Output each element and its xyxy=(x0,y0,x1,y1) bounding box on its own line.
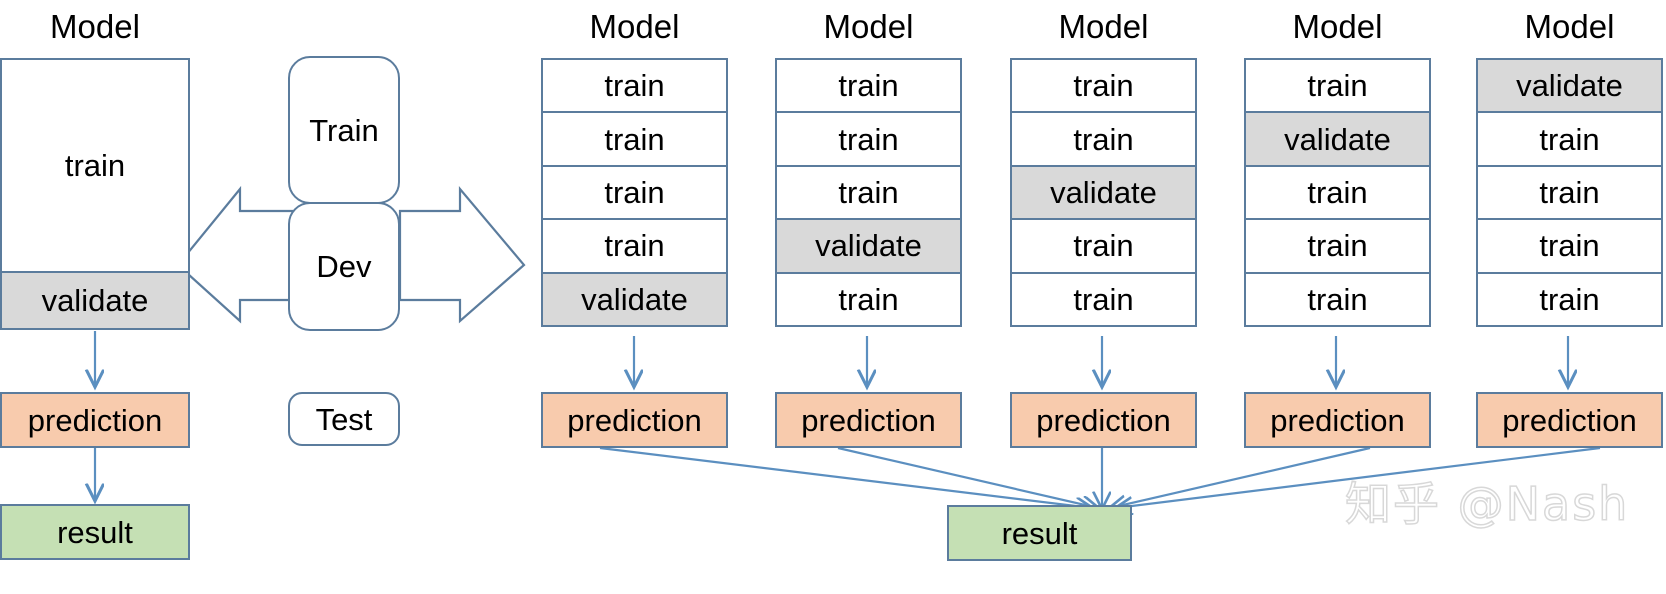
left-model-train-block: train xyxy=(0,58,190,273)
left-split-arrow xyxy=(176,185,304,324)
fold-5-cell-3: train xyxy=(1476,164,1663,221)
fold-1-title: Model xyxy=(589,8,680,45)
fold-2-cell-1: train xyxy=(775,58,962,114)
left-model-validate-block: validate xyxy=(0,271,190,330)
fold-1-cell-4: train xyxy=(541,218,728,274)
fold-3-cell-1: train xyxy=(1010,58,1197,114)
dataset-split-dev-box: Dev xyxy=(288,202,400,331)
watermark-text: 知乎 @Nash xyxy=(1344,476,1630,532)
fold-5-title: Model xyxy=(1524,8,1615,45)
arrow-prediction-4-to-result xyxy=(1110,446,1371,508)
fold-4-title: Model xyxy=(1292,8,1383,45)
fold-2-cell-4: validate xyxy=(775,218,962,274)
fold-4-prediction-box: prediction xyxy=(1244,392,1431,448)
arrow-prediction-2-to-result xyxy=(837,446,1098,508)
fold-3-cell-3: validate xyxy=(1010,164,1197,221)
left-result-box: result xyxy=(0,504,190,560)
fold-1-prediction-box: prediction xyxy=(541,392,728,448)
fold-2-cell-3: train xyxy=(775,164,962,221)
fold-4-cell-4: train xyxy=(1244,218,1431,274)
fold-2-prediction-box: prediction xyxy=(775,392,962,448)
fold-2-cell-5: train xyxy=(775,271,962,327)
cv-result-box: result xyxy=(947,505,1132,561)
fold-5-cell-5: train xyxy=(1476,271,1663,327)
fold-3-title: Model xyxy=(1058,8,1149,45)
fold-1-cell-1: train xyxy=(541,58,728,114)
right-split-arrow xyxy=(398,185,526,324)
dataset-split-test-box: Test xyxy=(288,392,400,446)
fold-2-cell-2: train xyxy=(775,111,962,167)
fold-4-cell-3: train xyxy=(1244,164,1431,221)
fold-2-title: Model xyxy=(823,8,914,45)
fold-5-cell-2: train xyxy=(1476,111,1663,167)
fold-5-prediction-box: prediction xyxy=(1476,392,1663,448)
fold-4-cell-1: train xyxy=(1244,58,1431,114)
fold-4-cell-5: train xyxy=(1244,271,1431,327)
dataset-split-train-box: Train xyxy=(288,56,400,204)
fold-3-cell-4: train xyxy=(1010,218,1197,274)
fold-1-cell-2: train xyxy=(541,111,728,167)
fold-1-cell-3: train xyxy=(541,164,728,221)
fold-4-cell-2: validate xyxy=(1244,111,1431,167)
arrow-prediction-1-to-result xyxy=(599,446,1092,508)
left-prediction-box: prediction xyxy=(0,392,190,448)
fold-3-prediction-box: prediction xyxy=(1010,392,1197,448)
fold-5-cell-1: validate xyxy=(1476,58,1663,114)
fold-3-cell-2: train xyxy=(1010,111,1197,167)
fold-3-cell-5: train xyxy=(1010,271,1197,327)
fold-5-cell-4: train xyxy=(1476,218,1663,274)
fold-1-cell-5: validate xyxy=(541,271,728,327)
page-title-left-model: Model xyxy=(50,8,140,45)
